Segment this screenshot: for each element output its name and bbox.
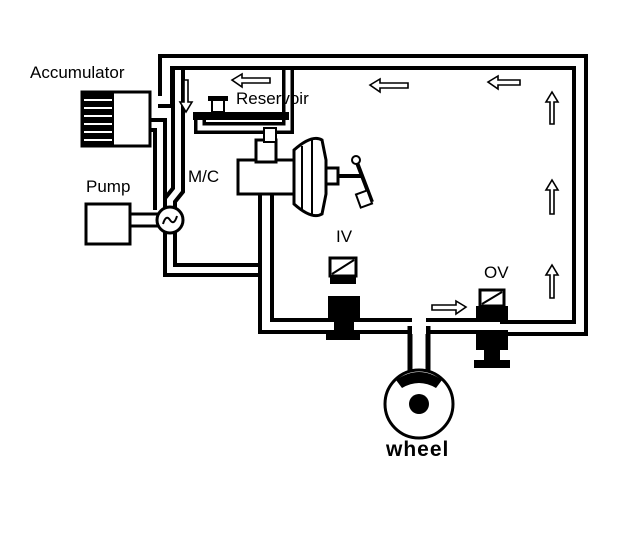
flow-arrow-up-icon xyxy=(544,90,560,125)
pump-label: Pump xyxy=(86,177,130,196)
accumulator xyxy=(80,90,152,148)
pump-symbol-icon xyxy=(162,215,178,225)
brake-pedal xyxy=(351,155,374,209)
flow-arrow-up-icon xyxy=(544,178,560,215)
flow-arrow-up-icon xyxy=(544,263,560,299)
wheel xyxy=(383,368,455,440)
accumulator-label: Accumulator xyxy=(30,63,125,82)
wheel-label: wheel xyxy=(385,438,449,461)
master-cylinder xyxy=(236,127,296,196)
pump xyxy=(84,202,185,246)
iv-label: IV xyxy=(336,227,353,246)
flow-arrow-left-icon xyxy=(230,72,271,89)
flow-arrow-right-icon xyxy=(431,299,468,316)
reservoir xyxy=(193,96,289,120)
flow-arrow-left-icon xyxy=(486,74,521,91)
reservoir-label: Reservoir xyxy=(236,89,309,108)
brake-booster xyxy=(292,136,362,218)
flow-arrow-down-icon xyxy=(178,79,194,114)
flow-arrow-left-icon xyxy=(368,77,409,94)
flow-arrows xyxy=(110,72,560,316)
hydraulic-lines xyxy=(148,54,588,380)
outlet-valve xyxy=(474,288,510,368)
inlet-valve xyxy=(326,256,360,340)
ov-label: OV xyxy=(484,263,509,282)
mc-label: M/C xyxy=(188,167,219,186)
